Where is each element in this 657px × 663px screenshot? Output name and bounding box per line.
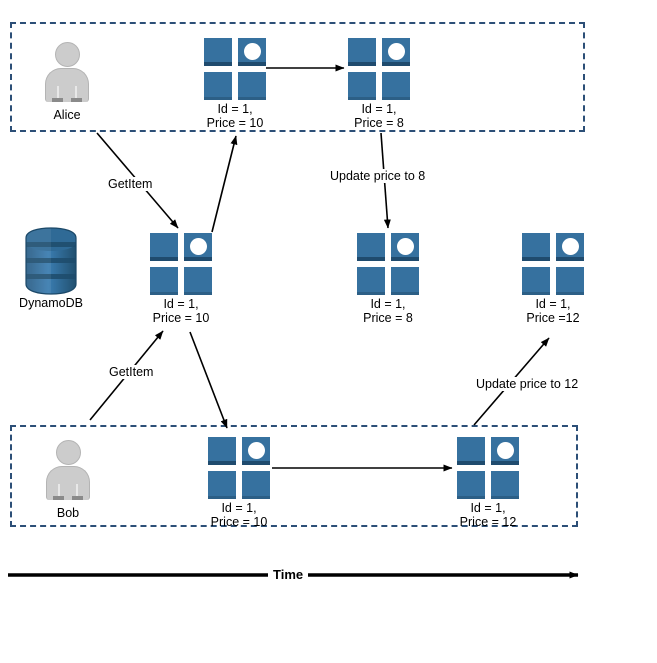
time-axis-label: Time	[268, 567, 309, 582]
avatar-foot-right	[72, 496, 83, 500]
item-id-text: Id = 1,	[470, 501, 506, 515]
item-label: Id = 1, Price =12	[526, 297, 579, 325]
item-circle-icon	[248, 442, 265, 459]
avatar-body	[46, 466, 90, 500]
item-id-text: Id = 1,	[370, 297, 406, 311]
item-square-bottom-left	[150, 267, 178, 295]
dynamodb-item-icon	[208, 437, 270, 499]
swimlane-alice	[10, 22, 585, 132]
dynamodb-item-icon	[348, 38, 410, 100]
actor-label-alice: Alice	[53, 108, 81, 122]
item-price-text: Price = 10	[152, 311, 210, 325]
avatar-head	[56, 440, 81, 465]
dynamodb-item-icon	[204, 38, 266, 100]
item-id-text: Id = 1,	[361, 102, 397, 116]
item-price-text: Price = 10	[210, 515, 268, 529]
avatar-leg-left	[57, 86, 59, 98]
edge-label-bob-getitem: GetItem	[107, 365, 156, 379]
item-square-bottom-left	[208, 471, 236, 499]
dynamodb-item-icon	[457, 437, 519, 499]
item-id-text: Id = 1,	[535, 297, 571, 311]
person-icon	[43, 42, 91, 106]
arrow-alice-read-result	[211, 135, 238, 233]
item-price-text: Price = 10	[206, 116, 264, 130]
item-price-text: Price = 8	[363, 311, 413, 325]
edge-label-alice-update-price: Update price to 8	[328, 169, 428, 183]
item-label: Id = 1, Price = 10	[211, 501, 268, 529]
actor-bob[interactable]: Bob	[44, 440, 92, 520]
item-square-bottom-left	[357, 267, 385, 295]
avatar-head	[55, 42, 80, 67]
arrow-bob-read-result	[189, 331, 228, 429]
item-square-top-left	[208, 437, 236, 465]
item-id-text: Id = 1,	[163, 297, 199, 311]
item-square-top-left	[457, 437, 485, 465]
edge-label-bob-update-price: Update price to 12	[474, 377, 581, 391]
avatar-leg-right	[75, 86, 77, 98]
item-alice-item-2[interactable]: Id = 1, Price = 8	[348, 38, 410, 130]
item-id-text: Id = 1,	[217, 102, 253, 116]
actor-label-bob: Bob	[56, 506, 80, 520]
avatar-foot-right	[71, 98, 82, 102]
dynamodb-item-icon	[522, 233, 584, 295]
item-alice-item-1[interactable]: Id = 1, Price = 10	[204, 38, 266, 130]
item-label: Id = 1, Price = 8	[354, 102, 404, 130]
item-square-top-left	[204, 38, 232, 66]
item-label: Id = 1, Price = 10	[207, 102, 264, 130]
item-square-bottom-left	[204, 72, 232, 100]
avatar-foot-left	[52, 98, 63, 102]
datastore-dynamodb[interactable]: DynamoDB	[18, 228, 84, 310]
item-circle-icon	[388, 43, 405, 60]
item-square-bottom-left	[457, 471, 485, 499]
item-price-text: Price =12	[526, 311, 580, 325]
avatar-leg-left	[58, 484, 60, 496]
item-price-text: Price = 8	[354, 116, 404, 130]
item-label: Id = 1, Price = 8	[363, 297, 413, 325]
item-id-text: Id = 1,	[221, 501, 257, 515]
datastore-label: DynamoDB	[19, 296, 83, 310]
item-square-bottom-right	[184, 267, 212, 295]
item-circle-icon	[497, 442, 514, 459]
item-circle-icon	[190, 238, 207, 255]
item-db-item-3[interactable]: Id = 1, Price =12	[522, 233, 584, 325]
item-price-text: Price = 12	[459, 515, 517, 529]
item-square-bottom-left	[522, 267, 550, 295]
item-bob-item-2[interactable]: Id = 1, Price = 12	[457, 437, 519, 529]
item-circle-icon	[397, 238, 414, 255]
swimlane-bob	[10, 425, 578, 527]
item-label: Id = 1, Price = 12	[460, 501, 517, 529]
item-square-bottom-right	[242, 471, 270, 499]
avatar-body	[45, 68, 89, 102]
item-db-item-2[interactable]: Id = 1, Price = 8	[357, 233, 419, 325]
item-square-bottom-left	[348, 72, 376, 100]
item-square-bottom-right	[556, 267, 584, 295]
item-square-top-left	[522, 233, 550, 261]
item-square-top-right	[382, 38, 410, 66]
item-square-bottom-right	[491, 471, 519, 499]
edge-label-alice-getitem: GetItem	[106, 177, 155, 191]
item-db-item-1[interactable]: Id = 1, Price = 10	[150, 233, 212, 325]
item-label: Id = 1, Price = 10	[153, 297, 210, 325]
item-square-top-left	[357, 233, 385, 261]
avatar-foot-left	[53, 496, 64, 500]
item-square-bottom-right	[382, 72, 410, 100]
item-square-bottom-right	[238, 72, 266, 100]
item-bob-item-1[interactable]: Id = 1, Price = 10	[208, 437, 270, 529]
dynamodb-item-icon	[357, 233, 419, 295]
person-icon	[44, 440, 92, 504]
item-square-top-left	[150, 233, 178, 261]
item-circle-icon	[562, 238, 579, 255]
item-circle-icon	[244, 43, 261, 60]
actor-alice[interactable]: Alice	[43, 42, 91, 122]
item-square-top-left	[348, 38, 376, 66]
avatar-leg-right	[76, 484, 78, 496]
item-square-bottom-right	[391, 267, 419, 295]
dynamodb-item-icon	[150, 233, 212, 295]
